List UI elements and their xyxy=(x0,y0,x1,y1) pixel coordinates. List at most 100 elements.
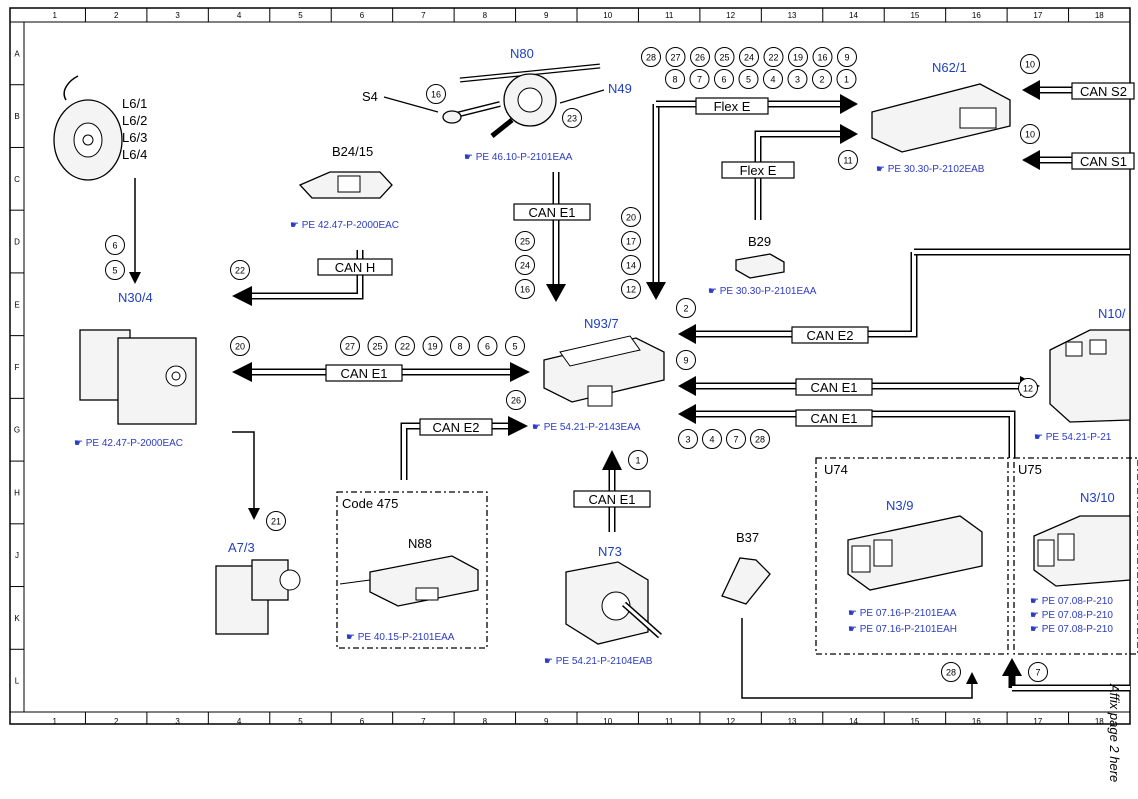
can-s1-box xyxy=(1071,152,1135,170)
callout-number-col-mid-2: 16 xyxy=(520,285,530,295)
grid-col-label: 18 xyxy=(1095,717,1104,726)
u75-return-arrow xyxy=(1002,658,1022,676)
can-e1-left-arrow-a xyxy=(232,362,252,382)
callout-circle-top-row2-6 xyxy=(812,69,832,89)
grid-col-label: 18 xyxy=(1095,11,1104,20)
callout-circle-cane1-20 xyxy=(230,336,250,356)
grid-row-label: A xyxy=(14,49,20,58)
callout-circle-col-mid-0 xyxy=(515,231,535,251)
b29-ref: ☛ PE 30.30-P-2101EAA xyxy=(708,286,817,297)
grid-row-label: C xyxy=(14,175,20,184)
callout-number-col-left-0: 20 xyxy=(626,213,636,223)
grid-col-label: 7 xyxy=(421,717,426,726)
l6-arrow xyxy=(129,272,141,284)
n73-can-e1-arrow xyxy=(602,450,622,470)
can-e2-left-label: CAN E2 xyxy=(433,420,480,435)
grid-col-label: 13 xyxy=(788,11,797,20)
n93-7-label: N93/7 xyxy=(584,316,619,331)
n73-label: N73 xyxy=(598,544,622,559)
callout-number-l6-6: 6 xyxy=(112,241,117,251)
callout-number-top-row1-7: 16 xyxy=(817,53,827,63)
grid-col-label: 12 xyxy=(726,717,735,726)
grid-col-label: 10 xyxy=(603,11,612,20)
a7-3-label: A7/3 xyxy=(228,540,255,555)
grid-row-label: H xyxy=(14,488,20,497)
l6-label-4: L6/4 xyxy=(122,147,147,162)
n73-ignition-switch xyxy=(565,561,662,645)
callout-number-l6-5: 5 xyxy=(112,266,117,276)
n80-ref: ☛ PE 46.10-P-2101EAA xyxy=(464,152,573,163)
grid-row-label: D xyxy=(14,238,20,247)
callout-number-cane1-20: 20 xyxy=(235,342,245,352)
can-e1-n73-box xyxy=(573,490,651,508)
can-e1-top-box xyxy=(513,203,591,221)
callout-number-col-mid-1: 24 xyxy=(520,261,530,271)
callout-number-top-row2-6: 2 xyxy=(819,75,824,85)
callout-number-bottom-1: 4 xyxy=(709,435,714,445)
grid-col-label: 16 xyxy=(972,11,981,20)
callout-number-s1: 10 xyxy=(1025,130,1035,140)
callout-circle-cane1-top-4 xyxy=(450,336,470,356)
callout-number-top-row2-1: 7 xyxy=(697,75,702,85)
callout-circle-u75 xyxy=(1028,662,1048,682)
a7-3-unit xyxy=(215,559,301,635)
callout-number-top-row2-4: 4 xyxy=(770,75,775,85)
callout-number-top-row2-2: 6 xyxy=(721,75,726,85)
flex-e-arrow-1 xyxy=(840,94,858,114)
callout-circle-top-row1-1 xyxy=(665,47,686,67)
u75-label: U75 xyxy=(1018,462,1042,477)
grid-col-label: 5 xyxy=(298,717,303,726)
callout-circle-n93 xyxy=(506,390,526,410)
can-e1-right2-box xyxy=(795,409,873,427)
callout-circle-col-mid-2 xyxy=(515,279,535,299)
callout-circle-top-row1-0 xyxy=(641,47,661,67)
n3-10-ref-2: ☛ PE 07.08-P-210 xyxy=(1030,610,1113,621)
grid-col-label: 15 xyxy=(910,11,919,20)
n80-can-e1-arrow xyxy=(546,284,566,302)
grid-col-label: 14 xyxy=(849,717,858,726)
grid-col-label: 11 xyxy=(665,11,674,20)
callout-circle-col-left-3 xyxy=(621,279,641,299)
callout-number-u75: 7 xyxy=(1035,668,1040,678)
u74-frame xyxy=(815,457,1009,655)
can-h-label-box xyxy=(317,258,393,276)
callout-number-bottom-3: 28 xyxy=(755,435,765,445)
grid-col-label: 12 xyxy=(726,11,735,20)
callout-number-a73: 21 xyxy=(271,517,281,527)
callout-number-top-row1-3: 25 xyxy=(719,53,729,63)
can-e1-right1-label: CAN E1 xyxy=(811,380,858,395)
n3-10-ref-3: ☛ PE 07.08-P-210 xyxy=(1030,624,1113,635)
callout-number-cane1-top-2: 22 xyxy=(400,342,410,352)
b37-pedal-sensor xyxy=(721,557,771,605)
n88-label: N88 xyxy=(408,536,432,551)
flex-e-arrow-2 xyxy=(840,124,858,144)
callout-number-top-row1-5: 22 xyxy=(768,53,778,63)
grid-col-label: 10 xyxy=(603,717,612,726)
callout-circle-col-mid-1 xyxy=(515,255,535,275)
callout-number-col-left-2: 14 xyxy=(626,261,636,271)
n62-1-module xyxy=(871,83,1011,153)
n3-10-label: N3/10 xyxy=(1080,490,1115,505)
b37-label: B37 xyxy=(736,530,759,545)
can-h-label: CAN H xyxy=(335,260,375,275)
a7-3-line xyxy=(232,431,255,512)
can-e2-right-label: CAN E2 xyxy=(807,328,854,343)
grid-col-label: 17 xyxy=(1033,11,1042,20)
callout-number-s4: 16 xyxy=(431,90,441,100)
grid-col-label: 15 xyxy=(910,717,919,726)
grid-col-label: 11 xyxy=(665,717,674,726)
callout-circle-top-row1-4 xyxy=(739,47,759,67)
callout-circle-top-row1-7 xyxy=(812,47,833,67)
n30-4-module xyxy=(79,329,197,425)
callout-circle-n49 xyxy=(562,108,582,128)
callout-circle-cane1-top-0 xyxy=(340,336,360,356)
grid-col-label: 3 xyxy=(175,11,180,20)
n3-10-ecu xyxy=(1033,515,1131,587)
can-e2-right-arrow xyxy=(678,324,696,344)
callout-number-cane1-top-3: 19 xyxy=(427,342,437,352)
code-475-label: Code 475 xyxy=(342,496,398,511)
b29-sensor xyxy=(735,253,785,279)
l6-speed-sensor xyxy=(53,75,123,181)
callout-circle-top-row2-0 xyxy=(665,69,685,89)
grid-col-label: 1 xyxy=(52,717,57,726)
